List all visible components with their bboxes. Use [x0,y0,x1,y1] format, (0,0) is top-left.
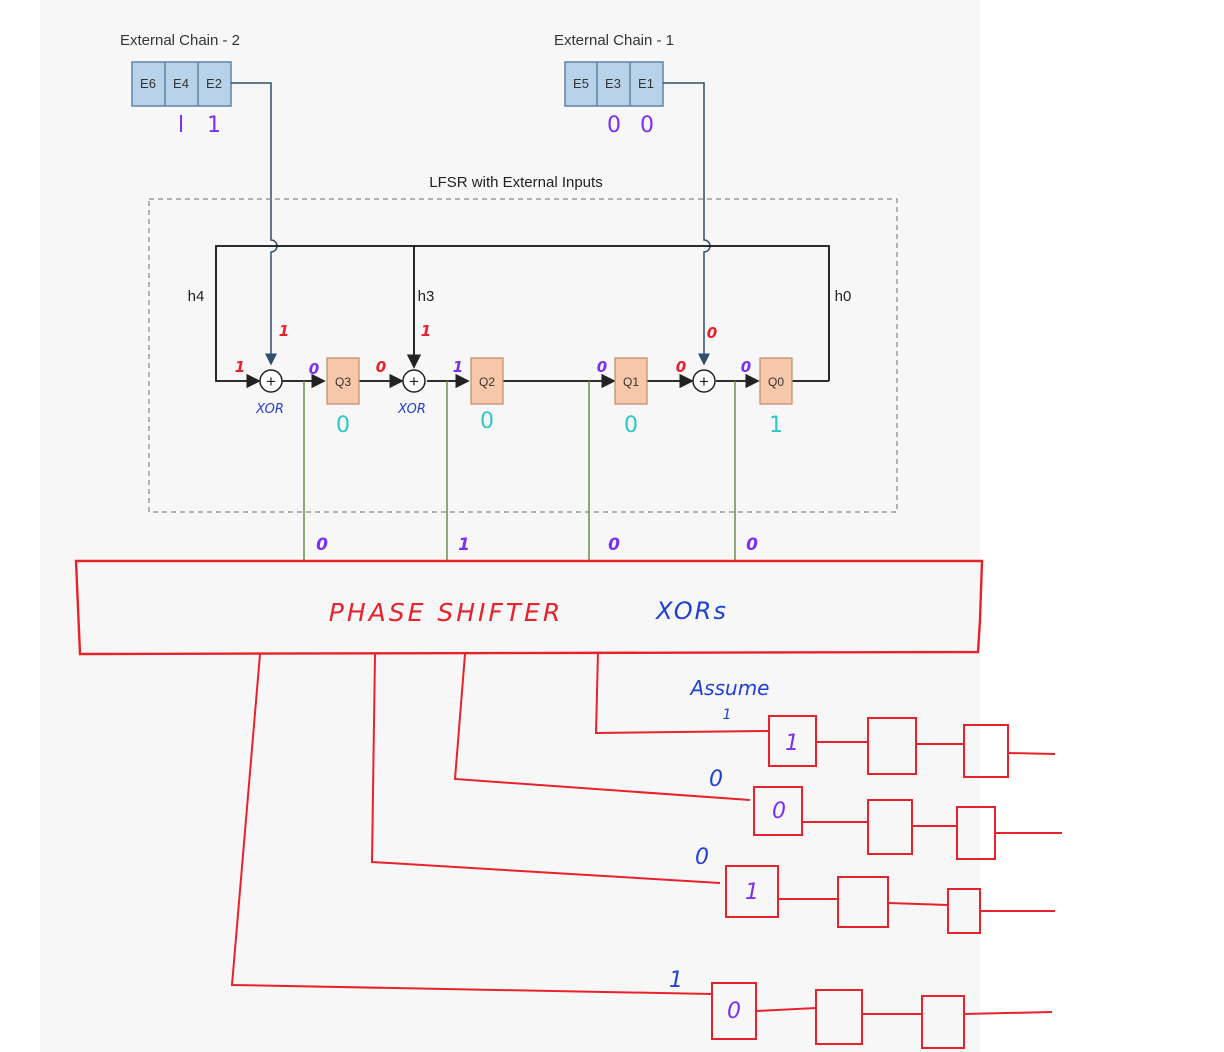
lfsr-title: LFSR with External Inputs [429,174,602,191]
svg-text:Q0: Q0 [768,375,784,389]
svg-text:Q1: Q1 [623,375,639,389]
register-values: 0 0 0 1 [336,409,783,438]
chain2-cell-e2: E2 [206,76,222,91]
chain1-title: External Chain - 1 [554,32,674,49]
svg-text:0: 0 [316,535,328,555]
register-q2: Q2 [470,357,504,405]
svg-text:0: 0 [624,413,638,438]
svg-text:1: 1 [453,358,463,376]
svg-text:1: 1 [785,731,799,756]
svg-text:1: 1 [279,322,289,340]
chain1-cell-e1: E1 [638,76,654,91]
red-annotations: 1 1 0 1 0 0 [235,322,717,376]
svg-text:1: 1 [669,968,683,993]
svg-text:0: 0 [336,413,350,438]
svg-text:0: 0 [709,767,723,792]
svg-text:0: 0 [746,535,758,555]
feedback-loop [215,245,830,389]
assume-label: Assume [689,676,770,700]
external-chain-1: External Chain - 1 E5 E3 E1 0 0 [554,32,674,138]
tap-output-wires [303,381,736,560]
lfsr-block: LFSR with External Inputs h4 h3 h0 + + [148,174,898,560]
register-q0: Q0 [759,357,793,405]
svg-text:Q2: Q2 [479,375,495,389]
chain1-annot-e3: 0 [607,113,621,138]
scan-chains [230,651,1062,1049]
svg-text:0: 0 [707,324,717,342]
chain2-title: External Chain - 2 [120,32,240,49]
scan-input-values: 0 0 1 [669,767,723,993]
chain2-cell-e4: E4 [173,76,189,91]
tap-h4: h4 [188,288,205,305]
tap-h0: h0 [835,288,852,305]
scan-first-cell-values: 1 0 1 0 [727,731,799,1024]
svg-text:1: 1 [769,413,783,438]
svg-text:0: 0 [695,845,709,870]
svg-text:1: 1 [421,322,431,340]
chain1-annot-e1: 0 [640,113,654,138]
external-input-wires [231,82,711,366]
scan-cell-2-1 [753,786,803,836]
phase-shifter-label: PHASE SHIFTER [329,598,563,627]
svg-text:0: 0 [676,358,686,376]
svg-text:1: 1 [235,358,245,376]
register-q1: Q1 [614,357,648,405]
xor-gate-1: + [259,369,283,393]
svg-text:0: 0 [608,535,620,555]
xor-label-2: XOR [397,402,426,417]
xor-gate-2: + [402,369,426,393]
svg-text:0: 0 [376,358,386,376]
assume-value: 1 [723,707,732,723]
svg-text:0: 0 [727,999,741,1024]
svg-text:0: 0 [597,358,607,376]
svg-text:0: 0 [741,358,751,376]
svg-text:0: 0 [480,409,494,434]
xor-label-1: XOR [255,402,284,417]
chain1-cell-e3: E3 [605,76,621,91]
svg-text:1: 1 [745,880,759,905]
svg-text:0: 0 [772,799,786,824]
svg-text:+: + [266,372,276,391]
tap-output-values: 0 1 0 0 [316,535,758,555]
phase-shifter-block: PHASE SHIFTER XORs [74,559,984,656]
figure-background [40,0,980,1052]
svg-text:+: + [409,372,419,391]
svg-text:0: 0 [309,360,319,378]
phase-shifter-xors-label: XORs [654,597,728,625]
svg-text:+: + [699,372,709,391]
svg-text:Q3: Q3 [335,375,351,389]
scan-cell-3-1 [725,865,779,918]
external-chain-2: External Chain - 2 E6 E4 E2 l 1 [120,32,240,138]
lfsr-boundary [148,198,898,513]
tap-h3: h3 [418,288,435,305]
register-q3: Q3 [326,357,360,405]
chain2-cell-e6: E6 [140,76,156,91]
chain1-cell-e5: E5 [573,76,589,91]
purple-annotations: 0 1 0 0 [309,358,751,378]
chain2-annot-e2: 1 [207,113,221,138]
chain2-annot-e4: l [178,113,184,138]
svg-text:1: 1 [458,535,470,555]
xor-gate-3: + [692,369,716,393]
